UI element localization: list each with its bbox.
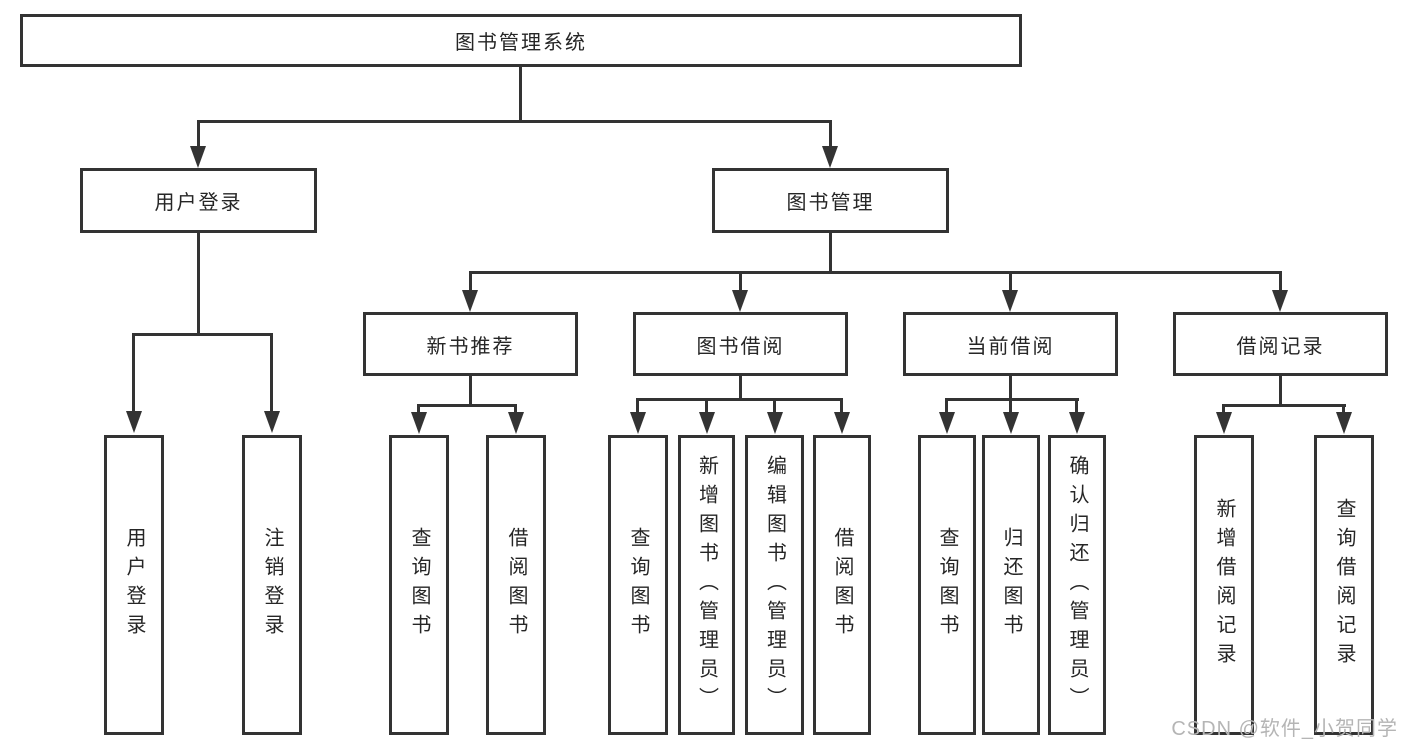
- node-leaf-return-books: 归还图书: [982, 435, 1040, 735]
- connector-vline: [469, 376, 472, 406]
- arrow-down-icon: [190, 146, 206, 168]
- connector-vline: [1075, 398, 1078, 414]
- node-label: 确认归还（管理员）: [1066, 454, 1088, 716]
- arrow-down-icon: [767, 412, 783, 434]
- arrow-down-icon: [264, 411, 280, 433]
- connector-vline: [417, 404, 420, 414]
- arrow-down-icon: [732, 290, 748, 312]
- connector-vline: [1342, 404, 1345, 414]
- connector-vline: [519, 67, 522, 122]
- connector-vline: [1009, 376, 1012, 400]
- node-label: 借阅图书: [505, 527, 527, 643]
- node-root: 图书管理系统: [20, 14, 1022, 67]
- node-label: 编辑图书（管理员）: [763, 454, 786, 716]
- arrow-down-icon: [1069, 412, 1085, 434]
- arrow-down-icon: [1003, 412, 1019, 434]
- connector-hline: [133, 333, 273, 336]
- connector-vline: [829, 233, 832, 273]
- connector-hline: [1224, 404, 1346, 407]
- node-label: 当前借阅: [966, 335, 1055, 358]
- connector-vline: [773, 398, 776, 414]
- connector-vline: [197, 233, 200, 335]
- node-label: 注销登录: [261, 527, 283, 643]
- arrow-down-icon: [630, 412, 646, 434]
- node-label: 用户登录: [154, 192, 243, 214]
- connector-vline: [132, 333, 135, 413]
- connector-vline: [705, 398, 708, 414]
- node-label: 新增借阅记录: [1213, 498, 1235, 672]
- node-book-borrowing: 图书借阅: [633, 312, 848, 376]
- node-leaf-confirm-return-admin: 确认归还（管理员）: [1048, 435, 1106, 735]
- node-label: 查询图书: [408, 527, 430, 643]
- node-leaf-borrow-books-borrowing: 借阅图书: [813, 435, 871, 735]
- node-leaf-add-book-admin: 新增图书（管理员）: [678, 435, 735, 735]
- node-leaf-user-login: 用户登录: [104, 435, 164, 735]
- connector-vline: [945, 398, 948, 414]
- node-label: 新书推荐: [426, 335, 515, 358]
- connector-vline: [270, 333, 273, 413]
- arrow-down-icon: [834, 412, 850, 434]
- connector-vline: [840, 398, 843, 414]
- arrow-down-icon: [1002, 290, 1018, 312]
- node-leaf-add-borrow-record: 新增借阅记录: [1194, 435, 1254, 735]
- connector-vline: [1279, 271, 1282, 293]
- node-new-book-recommend: 新书推荐: [363, 312, 578, 376]
- node-label: 图书借阅: [696, 335, 785, 358]
- connector-vline: [829, 120, 832, 148]
- arrow-down-icon: [462, 290, 478, 312]
- node-label: 归还图书: [1000, 527, 1022, 643]
- connector-hline: [418, 404, 517, 407]
- node-leaf-query-books-borrowing: 查询图书: [608, 435, 668, 735]
- connector-vline: [1279, 376, 1282, 406]
- arrow-down-icon: [699, 412, 715, 434]
- node-label: 查询图书: [936, 527, 958, 643]
- node-leaf-edit-book-admin: 编辑图书（管理员）: [745, 435, 804, 735]
- connector-hline: [637, 398, 843, 401]
- connector-hline: [197, 120, 832, 123]
- connector-vline: [1009, 271, 1012, 293]
- connector-vline: [1009, 398, 1012, 414]
- arrow-down-icon: [126, 411, 142, 433]
- connector-hline: [469, 271, 1282, 274]
- node-leaf-borrow-books-recommend: 借阅图书: [486, 435, 546, 735]
- connector-vline: [514, 404, 517, 414]
- connector-vline: [1222, 404, 1225, 414]
- node-label: 查询借阅记录: [1333, 498, 1355, 672]
- arrow-down-icon: [411, 412, 427, 434]
- node-label: 查询图书: [627, 527, 649, 643]
- node-label: 借阅记录: [1236, 335, 1325, 358]
- node-current-borrowing: 当前借阅: [903, 312, 1118, 376]
- arrow-down-icon: [1272, 290, 1288, 312]
- node-label: 新增图书（管理员）: [695, 454, 718, 716]
- csdn-watermark: CSDN @软件_小贺同学: [1171, 718, 1398, 740]
- arrow-down-icon: [1216, 412, 1232, 434]
- node-book-management: 图书管理: [712, 168, 949, 233]
- node-borrowing-records: 借阅记录: [1173, 312, 1388, 376]
- node-label: 借阅图书: [831, 527, 853, 643]
- node-root-label: 图书管理系统: [455, 32, 587, 54]
- connector-vline: [469, 271, 472, 293]
- node-leaf-query-books-current: 查询图书: [918, 435, 976, 735]
- node-label: 图书管理: [786, 192, 875, 214]
- node-leaf-query-books-recommend: 查询图书: [389, 435, 449, 735]
- connector-vline: [197, 120, 200, 148]
- node-leaf-logout: 注销登录: [242, 435, 302, 735]
- connector-vline: [739, 271, 742, 293]
- arrow-down-icon: [1336, 412, 1352, 434]
- arrow-down-icon: [508, 412, 524, 434]
- arrow-down-icon: [939, 412, 955, 434]
- arrow-down-icon: [822, 146, 838, 168]
- node-user-login-branch: 用户登录: [80, 168, 317, 233]
- node-label: 用户登录: [123, 527, 145, 643]
- connector-hline: [945, 398, 1079, 401]
- connector-vline: [636, 398, 639, 414]
- node-leaf-query-borrow-record: 查询借阅记录: [1314, 435, 1374, 735]
- connector-vline: [739, 376, 742, 400]
